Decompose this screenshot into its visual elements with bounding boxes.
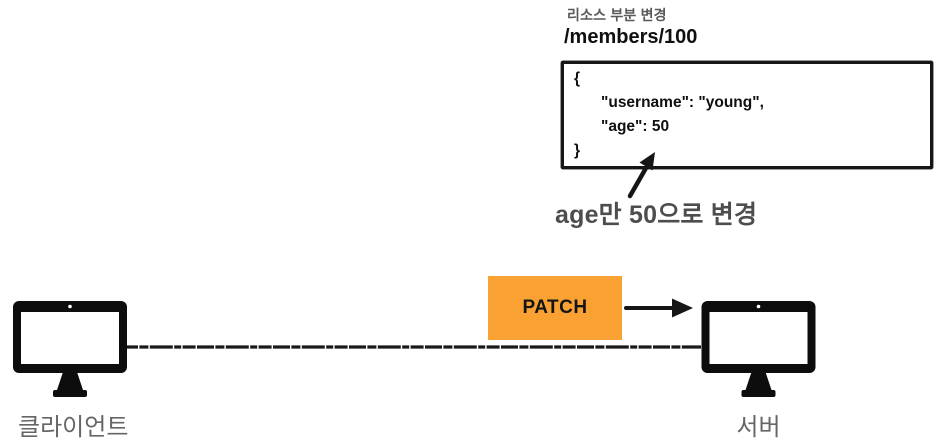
annotation-arrow-icon: [627, 152, 655, 199]
client-server-connection-line: [121, 345, 701, 349]
server-label: 서버: [736, 414, 781, 441]
annotation-text: age만 50으로 변경: [555, 201, 758, 229]
json-body-box: { "username": "young", "age": 50 }: [561, 61, 933, 169]
json-line-open-brace: {: [574, 70, 581, 87]
client-label: 클라이언트: [18, 414, 129, 441]
resource-path: /members/100: [564, 26, 698, 48]
request-arrow-icon: [624, 298, 693, 318]
json-line-close-brace: }: [574, 142, 581, 159]
patch-method-badge: PATCH: [488, 276, 622, 340]
server-monitor-icon: [701, 301, 816, 397]
client-monitor-icon: [13, 301, 127, 397]
json-line-username: "username": "young",: [601, 94, 764, 111]
patch-method-label: PATCH: [522, 297, 588, 318]
resource-change-label: 리소스 부분 변경: [567, 7, 667, 23]
json-line-age: "age": 50: [601, 118, 670, 135]
